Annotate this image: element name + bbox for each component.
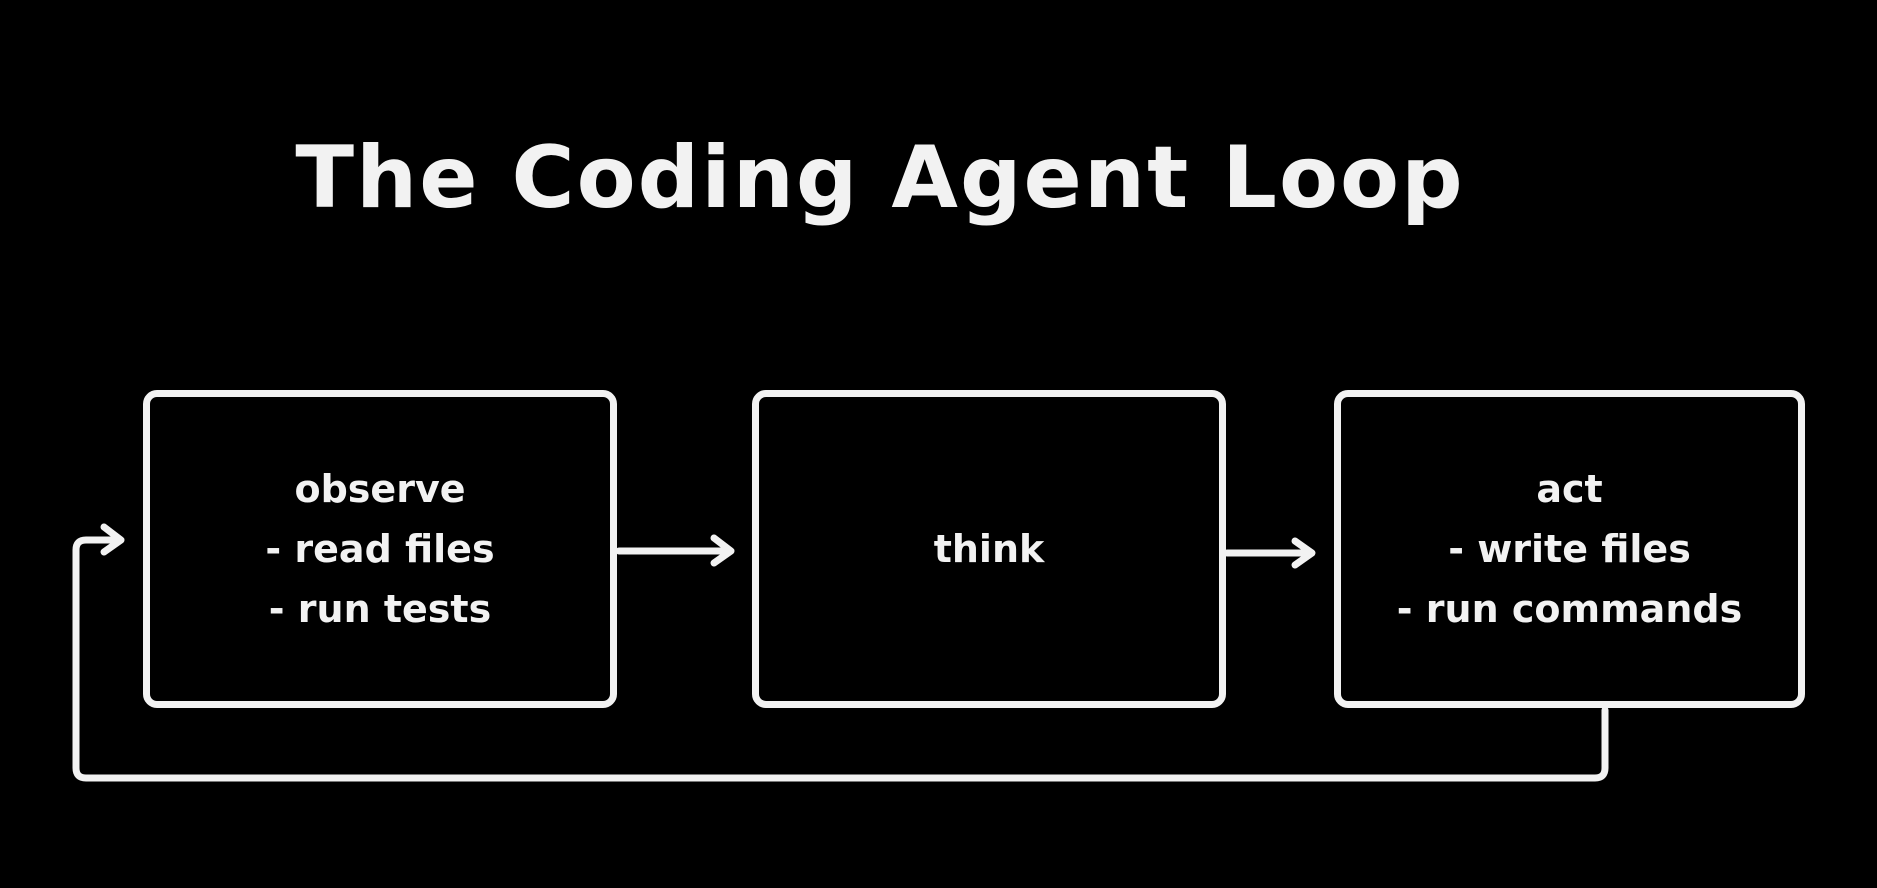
node-act-item-run-commands: - run commands <box>1396 587 1743 631</box>
arrow-observe-to-think <box>615 534 735 567</box>
node-observe: observe - read files - run tests <box>143 390 617 708</box>
node-act-item-write-files: - write files <box>1448 527 1691 571</box>
node-observe-item-run-tests: - run tests <box>268 587 492 631</box>
diagram-title: The Coding Agent Loop <box>295 128 1465 228</box>
node-think-label: think <box>933 527 1045 571</box>
node-think: think <box>752 390 1226 708</box>
node-observe-label: observe <box>294 467 466 511</box>
arrow-think-to-act <box>1223 537 1316 569</box>
node-act-label: act <box>1536 467 1603 511</box>
node-act: act - write files - run commands <box>1334 390 1805 708</box>
node-observe-item-read-files: - read files <box>265 527 495 571</box>
